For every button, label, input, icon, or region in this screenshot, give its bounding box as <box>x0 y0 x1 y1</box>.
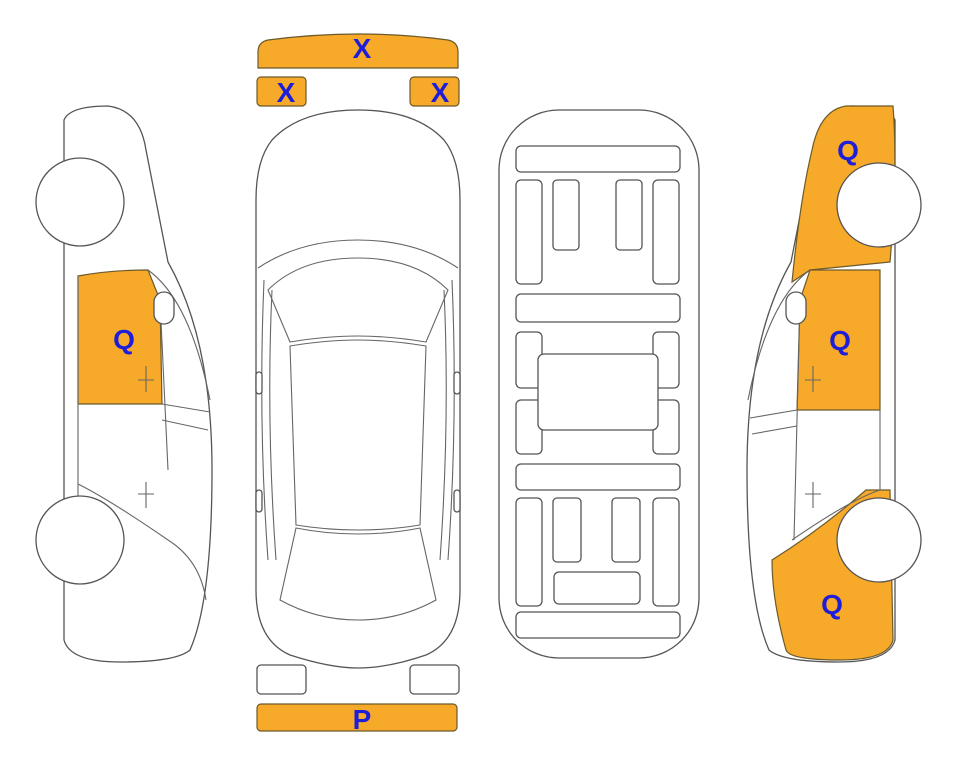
floor-right-rail-rear <box>652 497 680 607</box>
front-bumper-label: X <box>353 33 372 64</box>
front-left-light-label: X <box>277 77 296 108</box>
right-front-door-label: Q <box>829 325 851 356</box>
right-rear-handle-side <box>805 482 821 508</box>
rear-bumper-label: P <box>353 704 372 735</box>
front-left-light-panel[interactable] <box>256 76 307 107</box>
right-rear-wheel[interactable] <box>836 497 922 583</box>
front-right-light-panel[interactable] <box>409 76 460 107</box>
rear-parts: P <box>256 664 460 735</box>
front-glass <box>267 257 449 343</box>
rear-bumper-panel[interactable] <box>256 703 458 732</box>
rear-glass <box>279 527 437 621</box>
right-front-handle <box>805 366 821 392</box>
front-bumper-panel[interactable] <box>257 33 459 69</box>
front-parts: X X X <box>256 33 460 108</box>
floor-center-tunnel <box>537 353 659 431</box>
left-front-wheel[interactable] <box>35 157 125 247</box>
floor-top-bar <box>515 145 681 173</box>
floor-seat-rl <box>552 497 582 563</box>
roof-outline <box>289 339 427 531</box>
left-mirror[interactable] <box>255 371 263 395</box>
front-right-light-label: X <box>431 77 450 108</box>
rear-left-light[interactable] <box>256 664 307 695</box>
left-front-door-panel[interactable] <box>77 269 163 405</box>
floor-seat-rr <box>611 497 641 563</box>
top-view-body[interactable] <box>255 109 461 669</box>
right-front-fender-label: Q <box>837 135 859 166</box>
car-left-side-view: Q <box>35 105 213 663</box>
right-side-lines <box>439 279 455 561</box>
car-top-view <box>255 109 461 669</box>
floor-rear-box <box>553 571 641 605</box>
left-rear-handle-side <box>138 482 154 508</box>
floor-left-rail-front <box>515 179 543 285</box>
right-mirror[interactable] <box>453 371 461 395</box>
car-right-side-view: Q Q Q <box>746 105 922 663</box>
right-front-wheel[interactable] <box>836 162 922 248</box>
floor-right-rail-front <box>652 179 680 285</box>
right-side-window-lines <box>747 269 881 541</box>
right-rear-handle <box>453 489 461 513</box>
windshield-line <box>257 239 459 269</box>
left-front-door-label: Q <box>113 324 135 355</box>
car-floor-view <box>498 109 700 659</box>
right-rear-quarter-label: Q <box>821 589 843 620</box>
left-front-handle <box>138 366 154 392</box>
floor-left-rail-rear <box>515 497 543 607</box>
floor-cross-1 <box>515 293 681 323</box>
left-rear-wheel[interactable] <box>35 495 125 585</box>
left-rear-handle <box>255 489 263 513</box>
right-mirror-side <box>785 291 807 325</box>
rear-right-light[interactable] <box>409 664 460 695</box>
left-side-window-lines <box>77 269 211 541</box>
left-side-lines <box>261 279 277 561</box>
left-mirror-side <box>153 291 175 325</box>
floor-seat-fr <box>615 179 643 251</box>
floor-seat-fl <box>552 179 580 251</box>
floor-cross-2 <box>515 463 681 491</box>
floor-bottom-bar <box>515 611 681 639</box>
